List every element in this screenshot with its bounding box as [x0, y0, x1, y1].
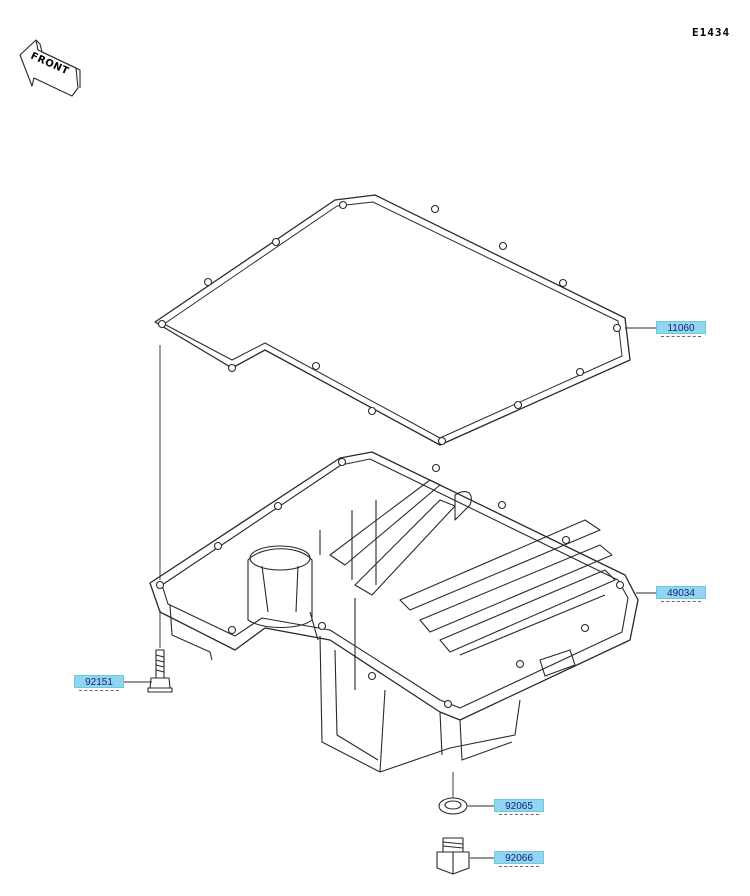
bolt-part — [147, 345, 173, 693]
part-number-oil-pan[interactable]: 49034 — [656, 586, 706, 602]
part-number-drain-plug[interactable]: 92066 — [494, 851, 544, 867]
part-number-gasket[interactable]: 11060 — [656, 321, 706, 337]
diagram-code: E1434 — [692, 26, 731, 39]
oil-pan-part — [149, 451, 639, 773]
part-number-bolt[interactable]: 92151 — [74, 675, 124, 691]
part-number-washer[interactable]: 92065 — [494, 799, 544, 815]
front-arrow-icon: FRONT — [19, 39, 81, 97]
drain-plug-part — [436, 837, 470, 875]
gasket-part — [154, 194, 631, 446]
washer-part — [438, 772, 468, 815]
